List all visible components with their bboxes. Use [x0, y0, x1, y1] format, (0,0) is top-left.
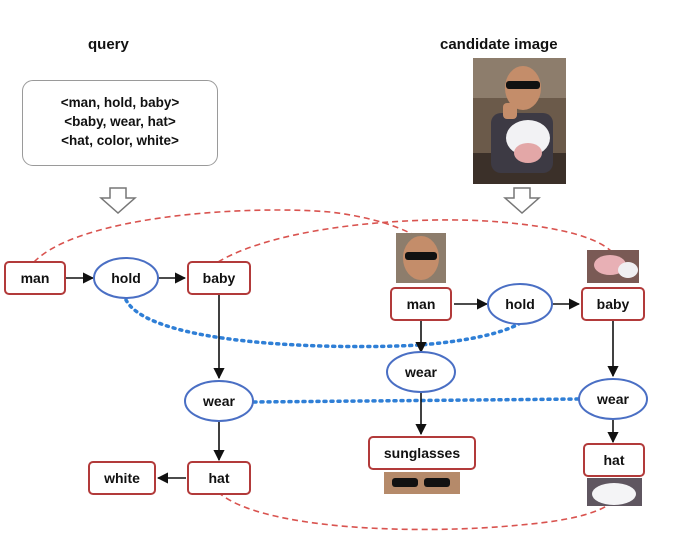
query-node-wear: wear [184, 380, 254, 422]
svg-text:man: man [21, 270, 50, 286]
query-node-hat: hat [187, 461, 251, 495]
query-node-white: white [88, 461, 156, 495]
svg-text:hat: hat [209, 470, 230, 486]
candidate-down-arrow-icon [503, 187, 541, 215]
match-line-hat [217, 491, 615, 531]
candidate-node-hat: hat [583, 443, 645, 477]
query-title: query [88, 36, 129, 53]
svg-text:man: man [407, 296, 436, 312]
svg-text:wear: wear [596, 391, 629, 407]
candidate-node-man: man [390, 287, 452, 321]
candidate-node-sunglasses: sunglasses [368, 436, 476, 470]
match-line-man [33, 209, 421, 263]
svg-text:wear: wear [404, 364, 437, 380]
query-down-arrow-icon [99, 187, 137, 215]
svg-text:wear: wear [202, 393, 235, 409]
query-node-man: man [4, 261, 66, 295]
sunglasses-thumbnail [384, 472, 460, 494]
svg-text:baby: baby [597, 296, 630, 312]
match-line-baby [217, 219, 613, 263]
hat-thumbnail [587, 478, 642, 506]
match-line-wear [252, 397, 584, 404]
query-triple-2: <baby, wear, hat> [64, 114, 176, 129]
candidate-node-wear-baby: wear [578, 378, 648, 420]
candidate-node-hold: hold [487, 283, 553, 325]
svg-text:sunglasses: sunglasses [384, 445, 460, 461]
svg-text:hold: hold [505, 296, 535, 312]
query-triple-3: <hat, color, white> [61, 133, 179, 148]
baby-thumbnail [587, 250, 639, 283]
query-triple-1: <man, hold, baby> [60, 95, 180, 110]
candidate-image-title: candidate image [440, 36, 558, 53]
svg-text:hat: hat [604, 452, 625, 468]
match-line-hold [124, 298, 524, 349]
candidate-node-baby: baby [581, 287, 645, 321]
candidate-image [473, 58, 566, 184]
svg-text:baby: baby [203, 270, 236, 286]
candidate-photo [473, 58, 566, 184]
query-box: <man, hold, baby> <baby, wear, hat> <hat… [22, 80, 218, 166]
candidate-node-wear-man: wear [386, 351, 456, 393]
svg-text:white: white [103, 470, 140, 486]
man-face-thumbnail [396, 233, 446, 283]
query-node-hold: hold [93, 257, 159, 299]
query-node-baby: baby [187, 261, 251, 295]
svg-text:hold: hold [111, 270, 141, 286]
